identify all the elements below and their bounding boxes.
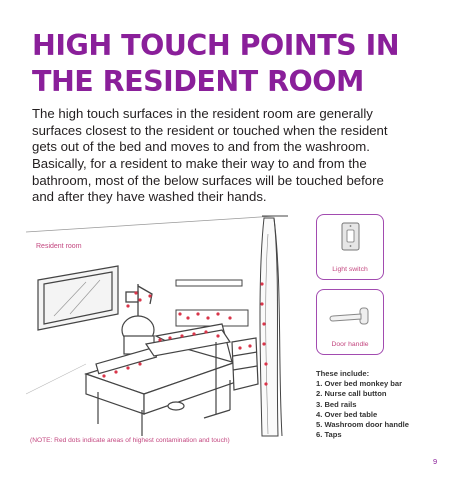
door-handle-label: Door handle bbox=[331, 341, 369, 348]
illustration-label: Resident room bbox=[36, 243, 82, 250]
door-handle-icon bbox=[329, 307, 369, 325]
list-item: 4. Over bed table bbox=[316, 409, 378, 419]
list-heading: These include: bbox=[316, 369, 370, 378]
contamination-note: (NOTE: Red dots indicate areas of highes… bbox=[30, 437, 230, 444]
intro-paragraph: The high touch surfaces in the resident … bbox=[32, 106, 388, 155]
list-item: 5. Washroom door handle bbox=[316, 420, 409, 430]
title-line-1: HIGH TOUCH POINTS IN bbox=[32, 29, 400, 62]
contamination-dots bbox=[102, 282, 268, 386]
resident-room-illustration bbox=[26, 215, 288, 437]
light-switch-card: Light switch bbox=[316, 214, 384, 280]
wall-light bbox=[175, 279, 243, 287]
list-item: 6. Taps bbox=[316, 430, 342, 440]
bed bbox=[84, 323, 239, 436]
detail-paragraph: Basically, for a resident to make their … bbox=[32, 156, 384, 205]
window bbox=[37, 265, 119, 331]
door-handle-card: Door handle bbox=[316, 289, 384, 355]
page-number: 9 bbox=[433, 457, 438, 466]
title-line-2: THE RESIDENT ROOM bbox=[32, 65, 364, 98]
privacy-curtain bbox=[259, 215, 288, 437]
list-item: 3. Bed rails bbox=[316, 399, 357, 409]
list-item: 1. Over bed monkey bar bbox=[316, 379, 403, 389]
bedside-cabinet bbox=[231, 337, 259, 391]
light-switch-label: Light switch bbox=[332, 266, 368, 273]
touch-points-list: These include: 1. Over bed monkey bar 2.… bbox=[316, 369, 409, 440]
over-bed-table bbox=[144, 329, 232, 419]
light-switch-icon bbox=[341, 222, 360, 251]
page-title: HIGH TOUCH POINTS IN THE RESIDENT ROOM bbox=[32, 28, 432, 100]
list-item: 2. Nurse call button bbox=[316, 389, 387, 399]
